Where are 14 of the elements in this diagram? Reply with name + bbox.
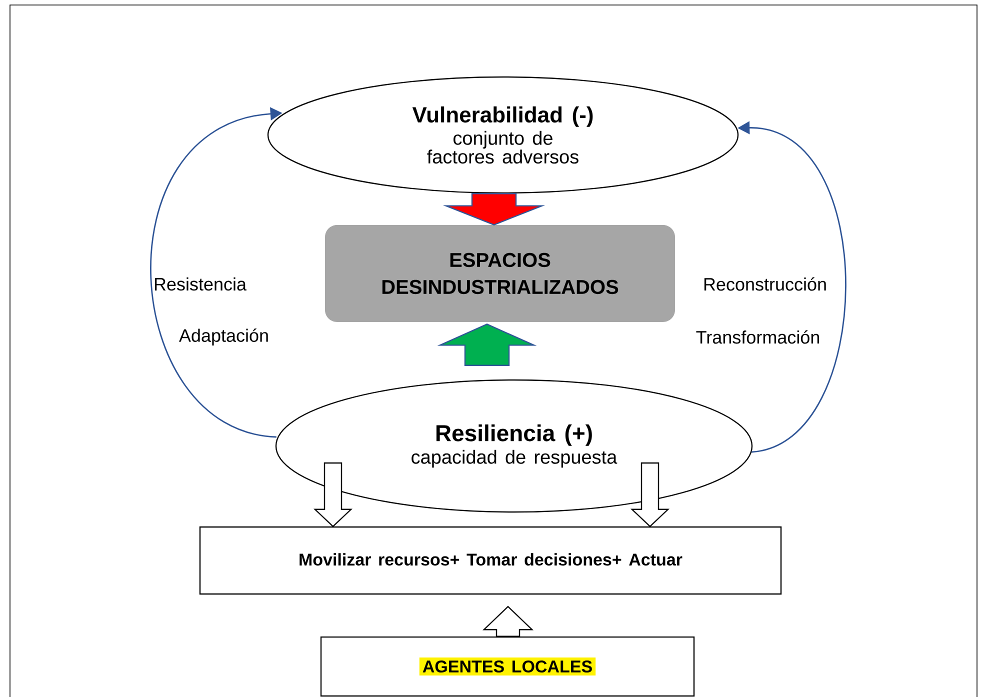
block-arrow — [630, 462, 670, 528]
block-arrow — [482, 606, 534, 637]
block-arrow — [442, 193, 546, 226]
rounded-box: ESPACIOS DESINDUSTRIALIZADOS — [325, 225, 675, 322]
side-label: Resistencia — [154, 277, 246, 291]
block-arrow — [437, 324, 537, 366]
process-box: AGENTES LOCALES — [320, 636, 695, 697]
side-label: Adaptación — [179, 328, 268, 346]
ellipse-node: Resiliencia (+) capacidad de respuesta — [275, 379, 753, 513]
ellipse-node: Vulnerabilidad (-) conjunto de factores adversos — [267, 76, 739, 194]
block-arrow — [314, 462, 352, 528]
side-label: Reconstrucción — [704, 277, 826, 291]
process-box: Movilizar recursos+ Tomar decisiones+ Actuar — [199, 526, 782, 595]
side-label: Transformación — [696, 330, 820, 344]
